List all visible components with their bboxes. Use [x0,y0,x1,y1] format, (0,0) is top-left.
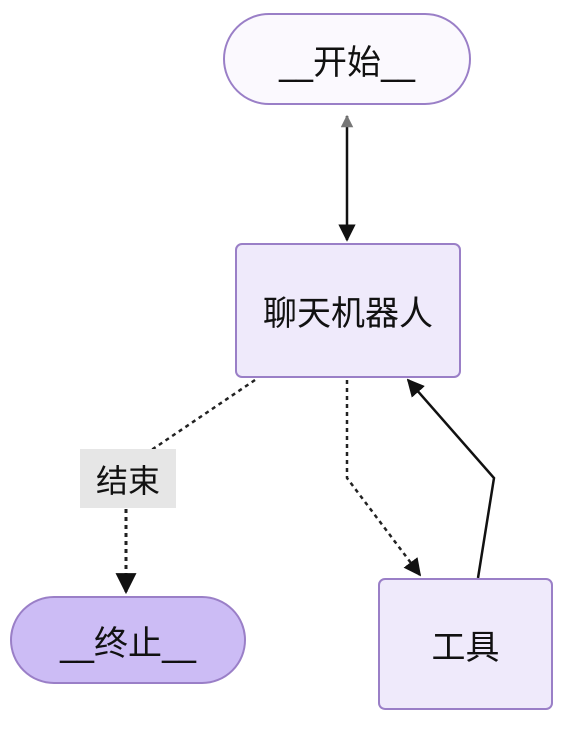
edge-label-end: 结束 [80,449,176,508]
node-tools: 工具 [378,578,553,710]
edge-label-end-text: 结束 [95,461,160,500]
node-end-label: __终止__ [60,623,196,664]
edge-chatbot-tools [345,380,422,577]
node-chatbot-label: 聊天机器人 [263,294,433,334]
node-start: __开始__ [223,13,471,105]
edge-chatbot-end-upper [149,378,256,453]
node-chatbot: 聊天机器人 [235,243,461,378]
edge-tools-chatbot [406,378,496,579]
node-start-label: __开始__ [279,42,415,83]
node-tools-label: 工具 [431,627,500,668]
node-end: __终止__ [10,596,246,684]
